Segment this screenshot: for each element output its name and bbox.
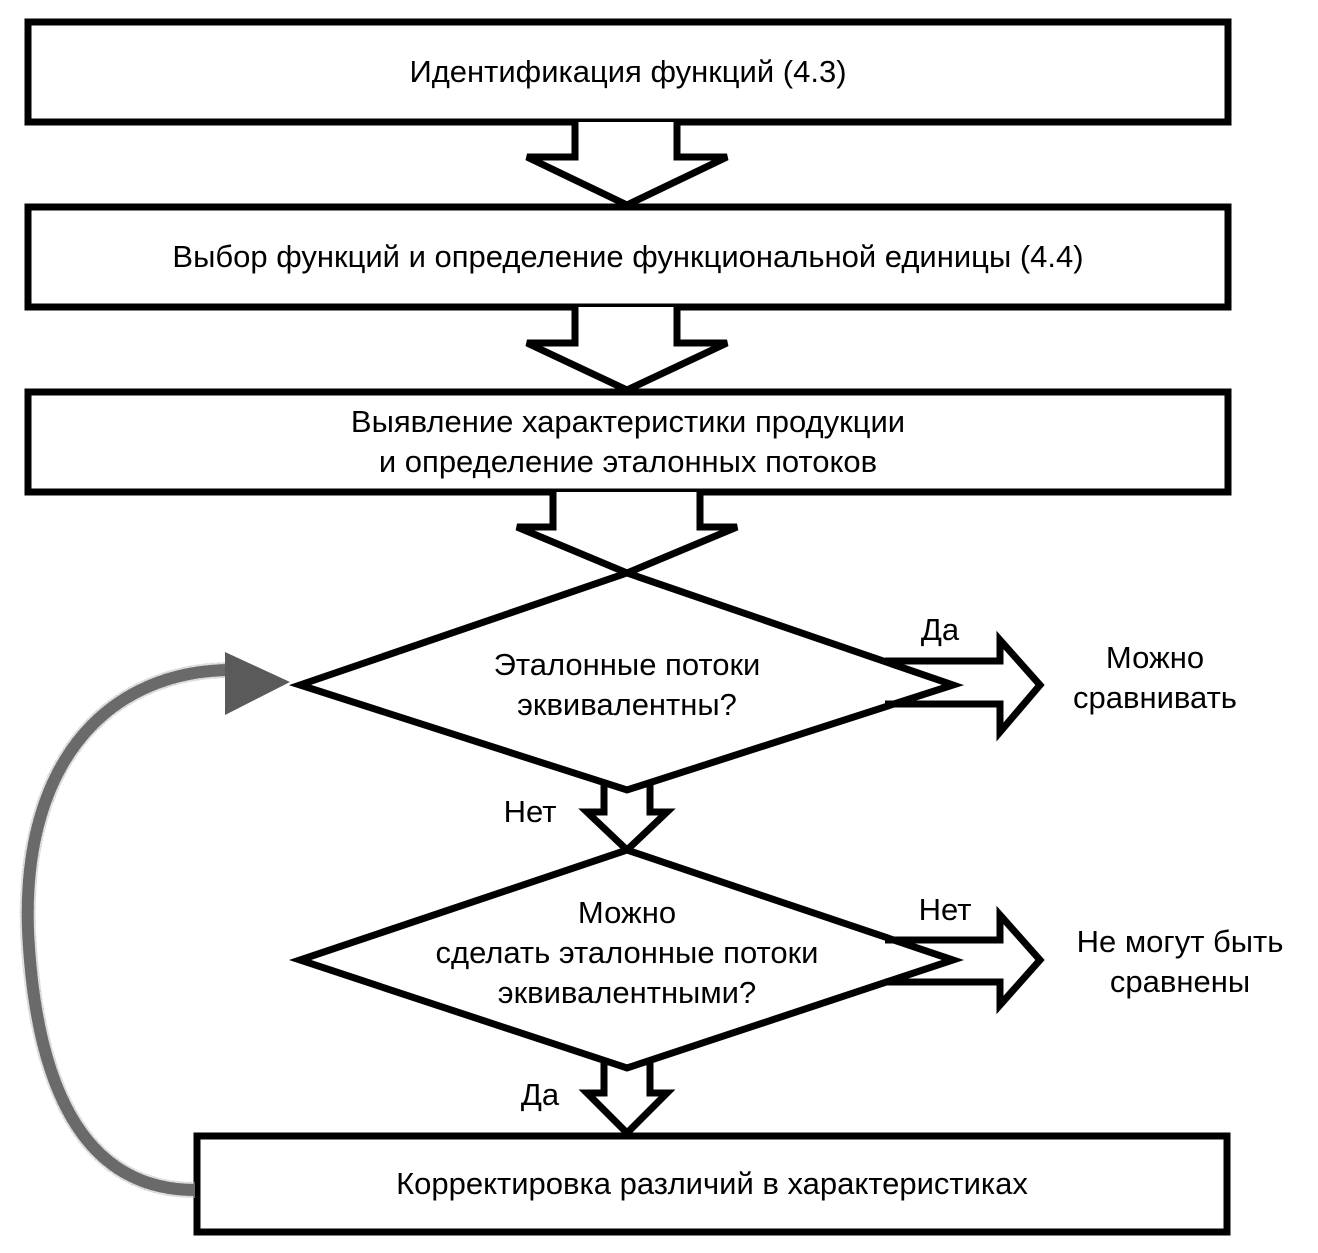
decision-can-make-line2: сделать эталонные потоки [435,935,819,970]
arrow-down-3 [515,492,739,577]
box-reveal-label-line2: и определение эталонных потоков [378,444,878,479]
box-identify [24,18,1232,126]
branch-no-2: Нет [918,892,972,927]
branch-yes-2: Да [520,1077,560,1112]
branch-no-1: Нет [503,794,557,829]
outcome-comparable-line2: сравнивать [1073,680,1237,715]
decision-can-make [288,846,965,1072]
outcome-not-comparable-line1: Не могут быть [1076,924,1284,959]
arrow-down-1 [525,122,729,209]
decision-equivalent-line2: эквивалентны? [517,687,737,722]
outcome-not-comparable-line2: сравнены [1109,964,1251,999]
arrow-yes-down-2 [578,1063,676,1138]
arrow-no-right-2 [885,905,1045,1015]
box-correct-label: Корректировка различий в характеристиках [396,1166,1028,1201]
arrow-no-down-1 [578,785,676,855]
box-correct [193,1132,1231,1236]
outcome-comparable-line1: Можно [1105,640,1205,675]
decision-equivalent-line1: Эталонные потоки [493,647,761,682]
feedback-arrow [19,652,290,1198]
arrow-yes-right-1 [885,630,1045,742]
box-identify-label: Идентификация функций (4.3) [409,54,847,89]
decision-can-make-line1: Можно [577,895,677,930]
arrow-down-2 [525,307,729,394]
box-reveal-label-line1: Выявление характеристики продукции [350,404,906,439]
decision-equivalent [288,569,965,794]
box-select-label: Выбор функций и определение функциональн… [172,239,1084,274]
branch-yes-1: Да [920,612,960,647]
decision-can-make-line3: эквивалентными? [497,975,757,1010]
